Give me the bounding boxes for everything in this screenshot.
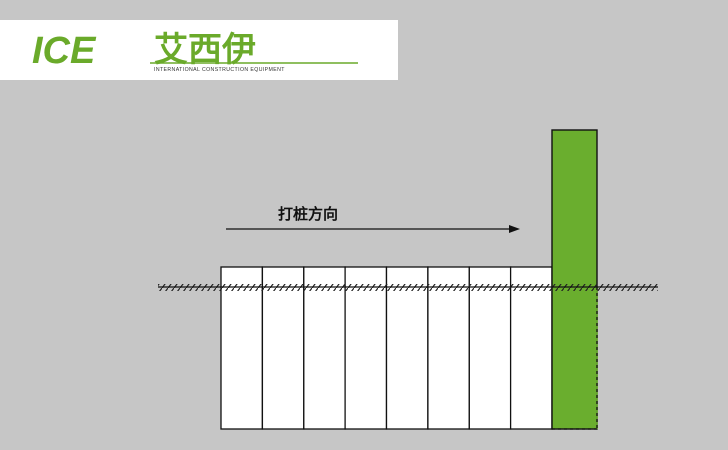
logo-brand-chinese: 艾西伊 (154, 30, 256, 70)
logo-tagline: INTERNATIONAL CONSTRUCTION EQUIPMENT (154, 67, 285, 73)
installed-pile (385, 266, 429, 430)
driving-direction-arrowhead (509, 225, 520, 233)
company-logo: ICE 艾西伊 INTERNATIONAL CONSTRUCTION EQUIP… (32, 30, 358, 73)
driving-direction-label: 打桩方向 (278, 205, 338, 223)
ground-surface (158, 284, 658, 291)
installed-piles (220, 266, 553, 430)
installed-pile (427, 266, 470, 430)
installed-pile (303, 266, 346, 430)
logo-panel (0, 20, 398, 80)
installed-pile (344, 266, 388, 430)
installed-pile (509, 266, 553, 430)
installed-pile (261, 266, 305, 430)
installed-pile (468, 266, 512, 430)
logo-brand-latin: ICE (32, 30, 97, 72)
active-pile (551, 129, 598, 430)
installed-pile (220, 266, 264, 430)
